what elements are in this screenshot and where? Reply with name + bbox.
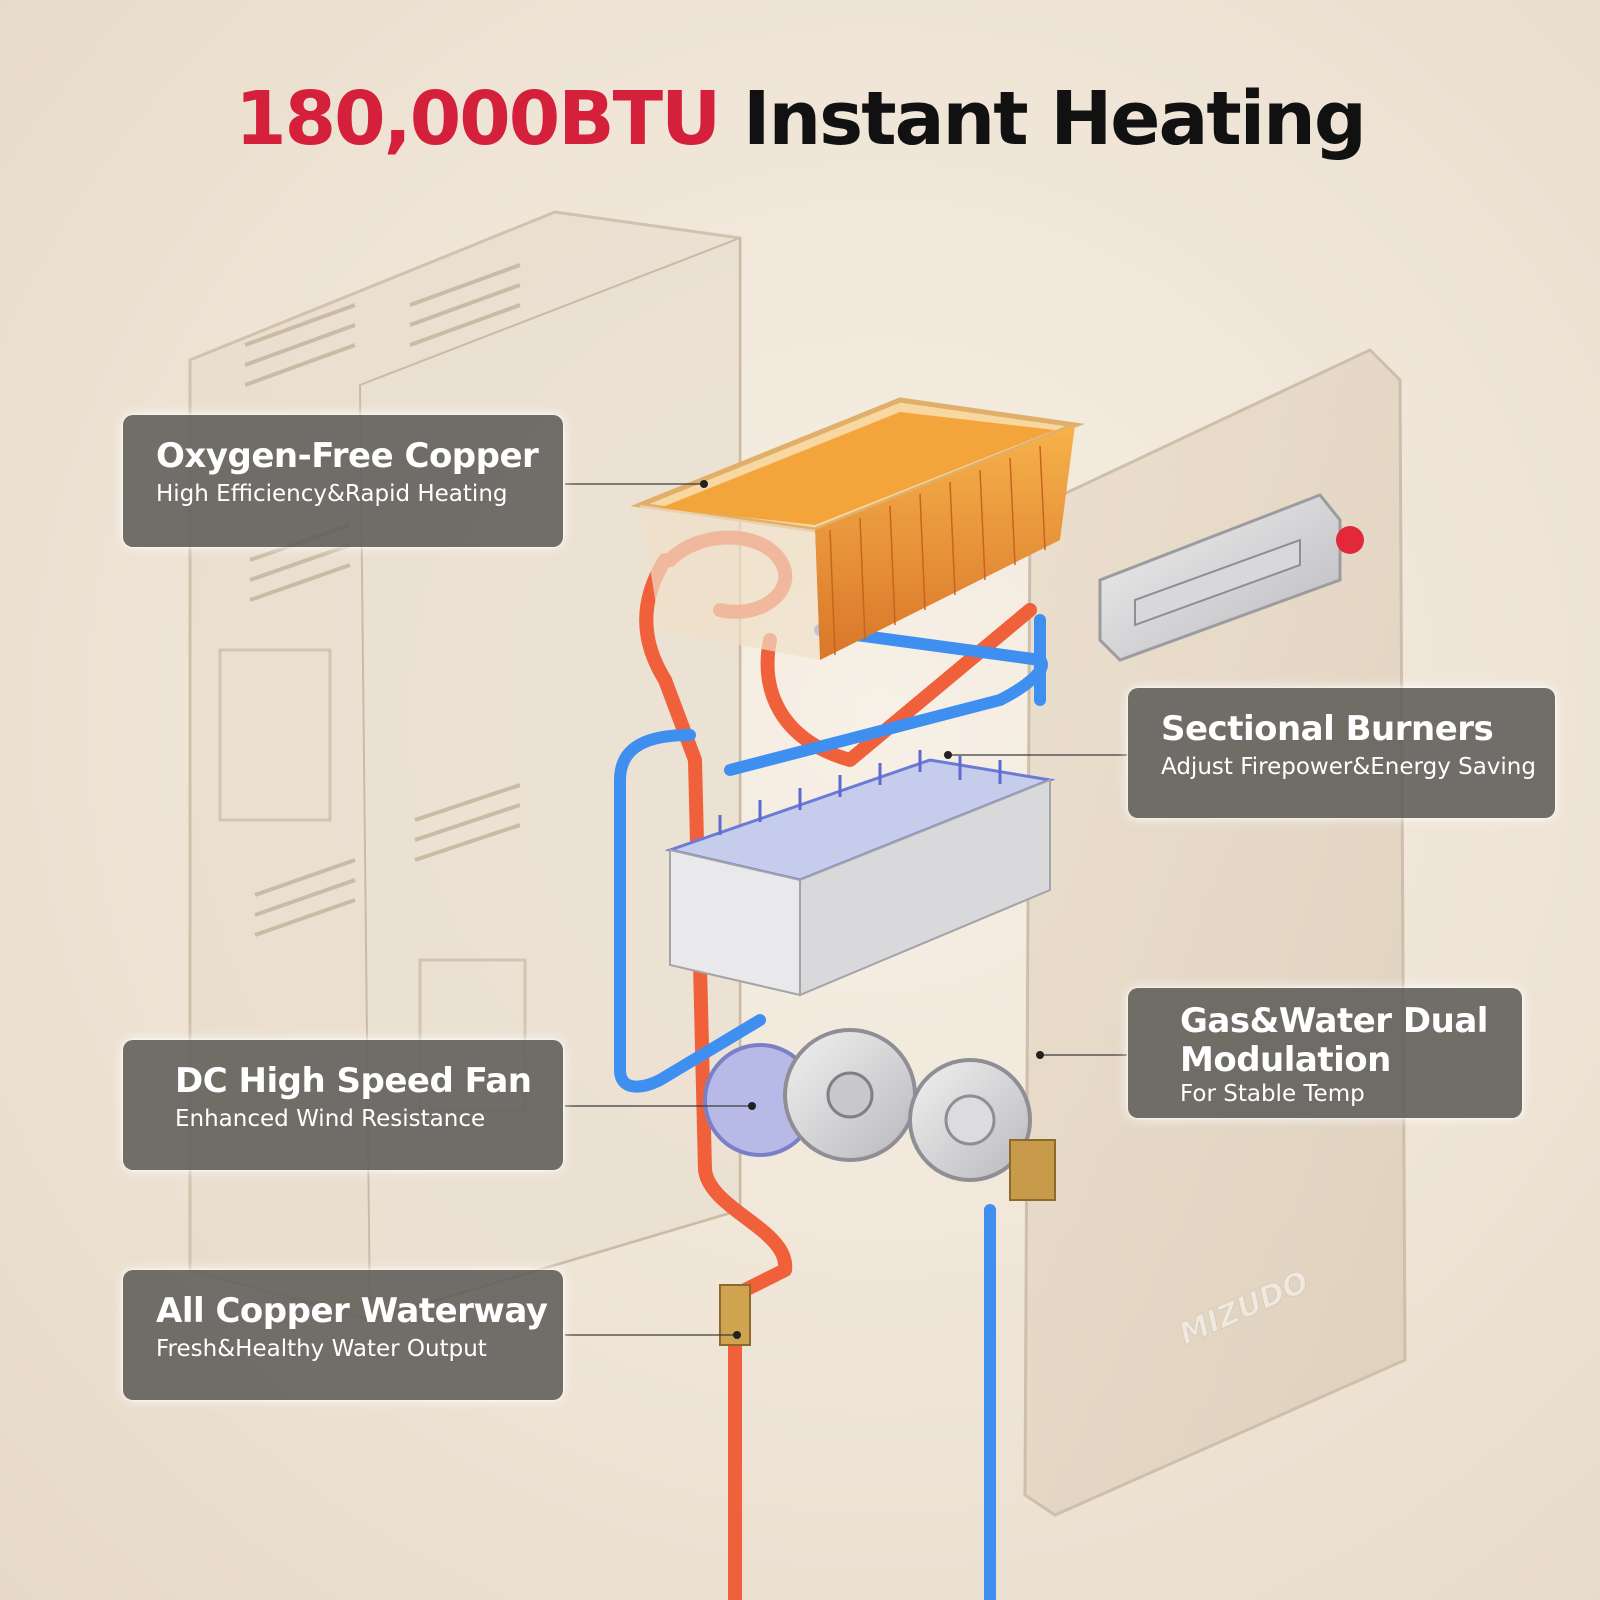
callout-subtitle: Adjust Firepower&Energy Saving [1161, 754, 1536, 781]
sectional-burners [664, 750, 1056, 997]
callout-title: All Copper Waterway [156, 1291, 548, 1331]
callout-sectional-burners: Sectional Burners Adjust Firepower&Energ… [1128, 688, 1555, 818]
callout-subtitle: For Stable Temp [1180, 1081, 1365, 1108]
fan-and-valve-assembly [703, 1028, 1056, 1346]
callout-subtitle: Fresh&Healthy Water Output [156, 1336, 487, 1363]
callout-dc-fan: DC High Speed Fan Enhanced Wind Resistan… [123, 1040, 563, 1170]
callout-copper-waterway: All Copper Waterway Fresh&Healthy Water … [123, 1270, 563, 1400]
cold-water-pipes [614, 614, 1048, 1600]
front-panel: MIZUDO [1023, 348, 1407, 1517]
headline: 180,000BTU Instant Heating [0, 82, 1600, 156]
callout-title: DC High Speed Fan [175, 1061, 532, 1101]
callout-oxygen-free-copper: Oxygen-Free Copper High Efficiency&Rapid… [123, 415, 563, 547]
callout-subtitle: High Efficiency&Rapid Heating [156, 481, 508, 508]
callout-title: Gas&Water Dual Modulation [1180, 1001, 1488, 1081]
leader-dots [700, 480, 1044, 1339]
headline-accent: 180,000BTU [235, 76, 721, 162]
callout-subtitle: Enhanced Wind Resistance [175, 1106, 486, 1133]
callout-title: Sectional Burners [1161, 709, 1494, 749]
leader-lines [565, 483, 1127, 1336]
headline-rest: Instant Heating [742, 76, 1367, 162]
callout-gas-water-modulation: Gas&Water Dual Modulation For Stable Tem… [1128, 988, 1522, 1118]
copper-heat-exchanger [630, 397, 1085, 660]
callout-title: Oxygen-Free Copper [156, 436, 539, 476]
